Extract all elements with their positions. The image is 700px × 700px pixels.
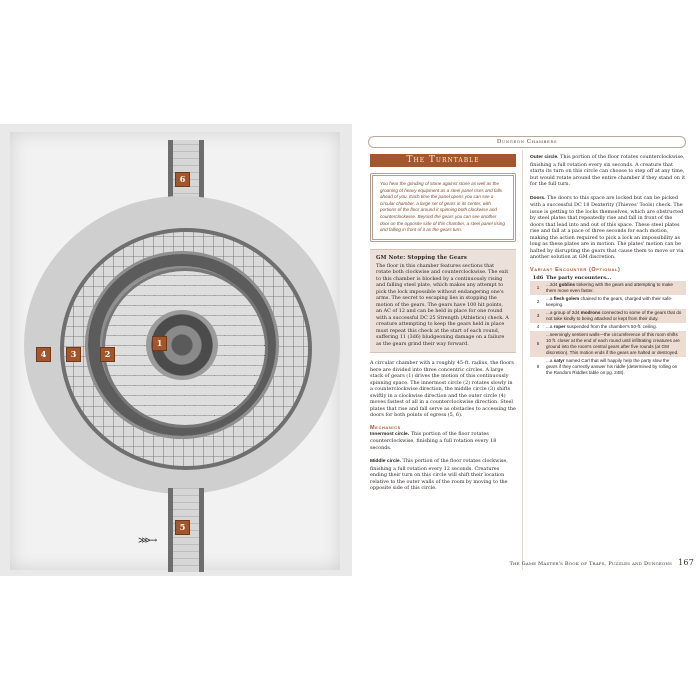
left-column: The Turntable You hear the grinding of s… xyxy=(370,154,516,492)
column-divider xyxy=(522,150,523,570)
book-title: The Game Master's Book of Traps, Puzzles… xyxy=(509,561,673,567)
row-text: ...a flesh golem chained to the gears, c… xyxy=(546,296,686,308)
row-pre: ...a xyxy=(546,357,554,363)
map-marker-5: 5 xyxy=(175,520,190,535)
mechanic-text: The doors to this space are locked but c… xyxy=(530,194,684,261)
map-marker-2: 2 xyxy=(100,347,115,362)
table-row: 5 ...seemingly sentient walls—the circum… xyxy=(530,330,686,357)
mechanic-text: This portion of the floor rotates counte… xyxy=(370,430,497,451)
page-number: 167 xyxy=(678,558,694,567)
book-spread: 6 1 2 3 4 5 ⋙→ Dungeon Chambers The Turn… xyxy=(0,124,700,576)
page-footer: The Game Master's Book of Traps, Puzzles… xyxy=(482,558,694,567)
north-corridor xyxy=(168,140,204,200)
row-text: ...2d4 goblins tinkering with the gears … xyxy=(546,282,686,294)
map-marker-3: 3 xyxy=(66,347,81,362)
creature-name: satyr xyxy=(553,357,565,363)
chamber-title: The Turntable xyxy=(370,154,516,167)
roll-value: 1 xyxy=(536,284,540,290)
row-pre: ...a xyxy=(546,323,554,329)
roll-value: 6 xyxy=(536,363,540,369)
mechanic-lead: Outer circle. xyxy=(530,155,559,160)
variant-table-header: 1d6 The party encounters... xyxy=(530,275,686,281)
creature-name: flesh golem xyxy=(553,295,580,301)
row-post: named Carl that will happily help the pa… xyxy=(546,357,678,375)
row-post: tinkering with the gears and attempting … xyxy=(546,281,673,293)
creature-name: goblins xyxy=(558,281,576,287)
text-column-header: The party encounters... xyxy=(546,274,612,281)
table-row: 6 ...a satyr named Carl that will happil… xyxy=(530,357,686,377)
mechanic-text: This portion of the floor rotates clockw… xyxy=(370,458,508,492)
right-column: Outer circle. This portion of the floor … xyxy=(530,154,686,377)
row-text: ...a satyr named Carl that will happily … xyxy=(546,358,686,376)
text-page: Dungeon Chambers The Turntable You hear … xyxy=(352,124,700,576)
mechanic-middle: Middle circle. This portion of the floor… xyxy=(370,458,516,492)
roll-value: 3 xyxy=(536,312,540,318)
row-pre: ...a group of 2d4 xyxy=(546,309,581,315)
mechanic-lead: Middle circle. xyxy=(370,459,401,465)
map-marker-6: 6 xyxy=(175,172,190,187)
read-aloud-box: You hear the grinding of stone against s… xyxy=(370,173,516,242)
table-row: 3 ...a group of 2d4 modrons connected to… xyxy=(530,308,686,323)
row-pre: ...2d4 xyxy=(546,281,559,287)
row-post: suspended from the chamber's 50-ft. ceil… xyxy=(565,323,657,329)
row-post: chained to the gears, charged with their… xyxy=(546,295,673,307)
running-head: Dungeon Chambers xyxy=(368,136,686,148)
row-pre: ...seemingly sentient walls—the circumfe… xyxy=(546,331,680,355)
row-text: ...a group of 2d4 modrons connected to s… xyxy=(546,310,686,322)
map-marker-4: 4 xyxy=(36,347,51,362)
row-text: ...seemingly sentient walls—the circumfe… xyxy=(546,332,686,356)
table-row: 2 ...a flesh golem chained to the gears,… xyxy=(530,295,686,309)
map-marker-1: 1 xyxy=(152,336,167,351)
roll-value: 4 xyxy=(536,323,540,329)
row-text: ...a roper suspended from the chamber's … xyxy=(546,324,686,330)
gm-note-body: The floor in this chamber features secti… xyxy=(376,262,509,347)
turntable-map: 6 1 2 3 4 5 ⋙→ xyxy=(10,132,340,572)
die-column-header: 1d6 xyxy=(532,274,544,281)
table-row: 4 ...a roper suspended from the chamber'… xyxy=(530,323,686,331)
mechanic-lead: Innermost circle. xyxy=(370,431,410,437)
table-row: 1 ...2d4 goblins tinkering with the gear… xyxy=(530,280,686,295)
chamber-description: A circular chamber with a roughly 45-ft.… xyxy=(370,360,516,419)
mechanic-lead: Doors. xyxy=(530,195,546,201)
creature-name: roper xyxy=(553,323,566,329)
creature-name: modrons xyxy=(580,309,601,315)
row-post: connected to some of the gears that do n… xyxy=(546,309,682,321)
gm-note-box: GM Note: Stopping the Gears The floor in… xyxy=(370,248,516,354)
variant-heading: Variant Encounter (Optional) xyxy=(530,266,621,273)
row-pre: ...a xyxy=(546,295,554,301)
map-page: 6 1 2 3 4 5 ⋙→ xyxy=(0,124,352,576)
roll-value: 5 xyxy=(536,340,540,346)
roll-value: 2 xyxy=(536,298,540,304)
mechanics-heading: Mechanics xyxy=(370,424,401,431)
mechanic-outer: Outer circle. This portion of the floor … xyxy=(530,154,686,188)
mechanic-innermost: Innermost circle. This portion of the fl… xyxy=(370,431,516,452)
entrance-arrow-icon: ⋙→ xyxy=(138,536,157,546)
mechanic-text: This portion of the floor rotates counte… xyxy=(530,154,686,187)
mechanic-doors: Doors. The doors to this space are locke… xyxy=(530,195,686,261)
gm-note-title: GM Note: Stopping the Gears xyxy=(376,254,468,261)
